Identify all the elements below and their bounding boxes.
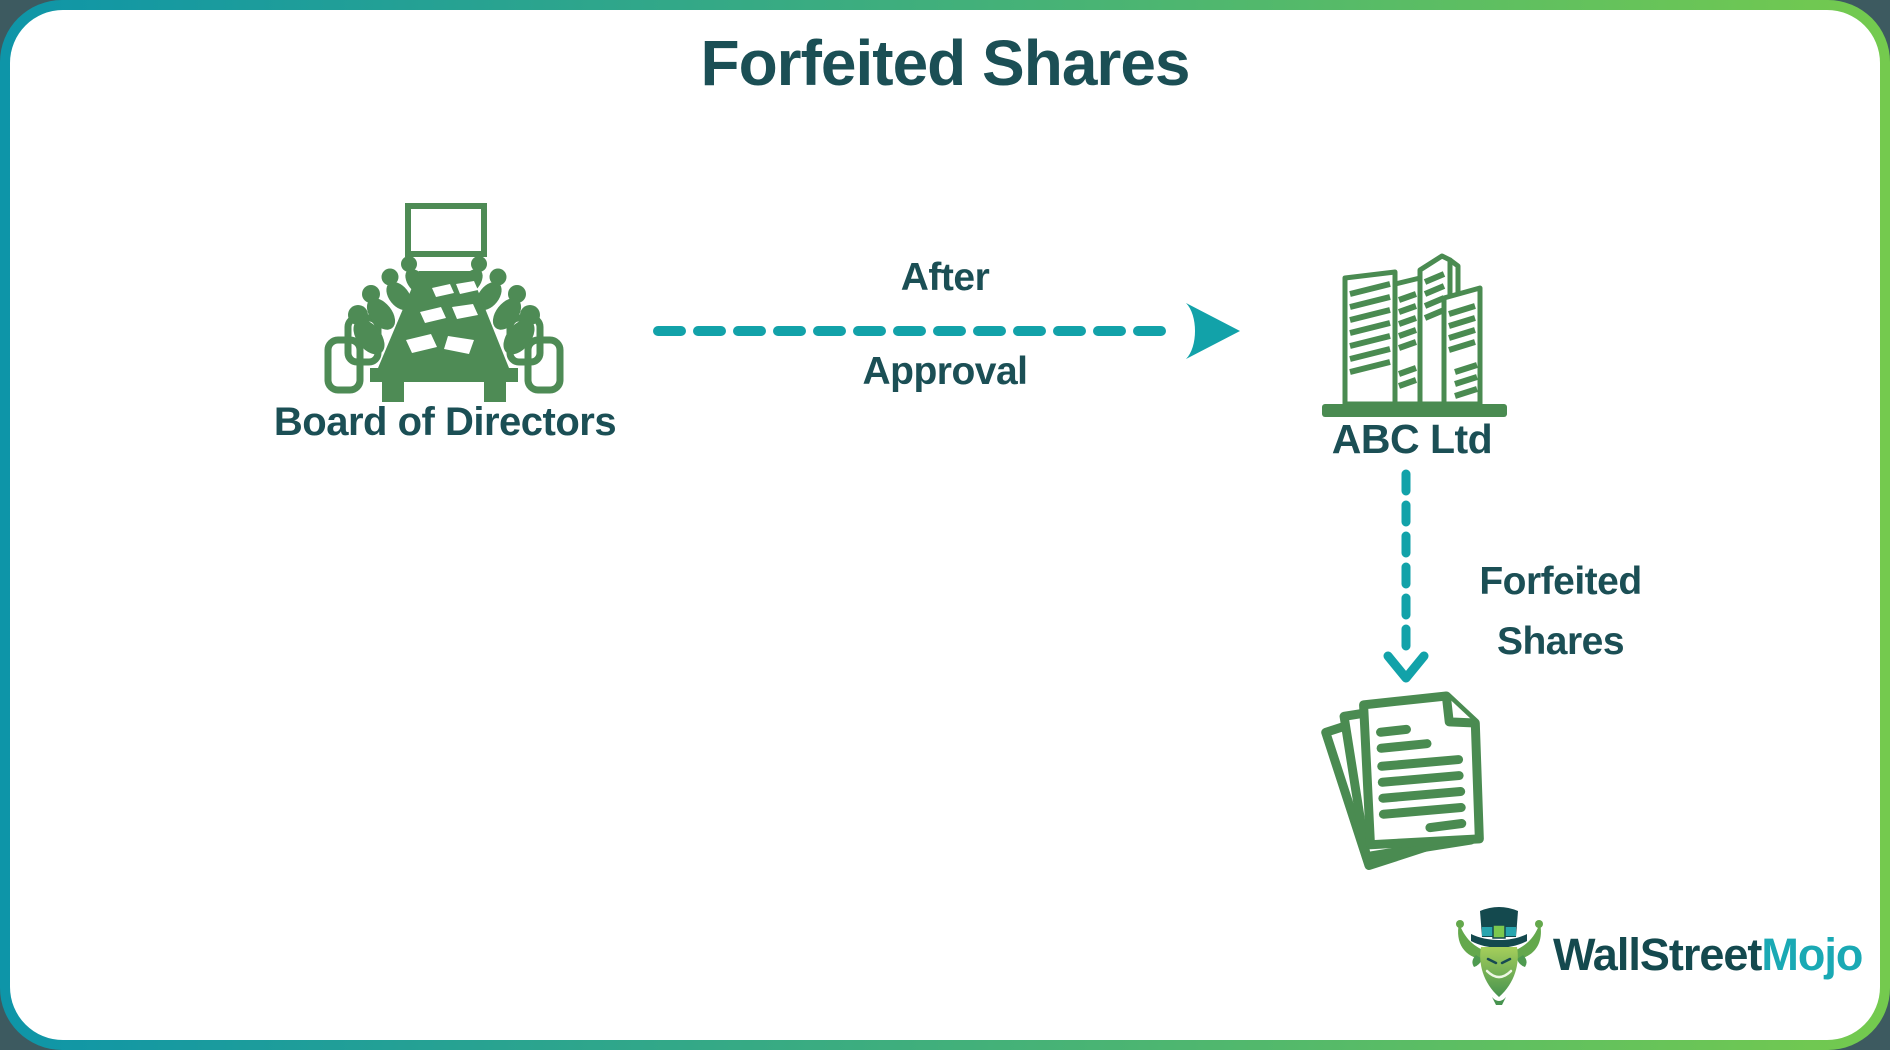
logo-text-accent: Mojo — [1761, 929, 1863, 980]
forfeited-shares-label-line1: Forfeited — [1479, 560, 1642, 603]
card-background — [10, 10, 1880, 1040]
office-buildings-icon — [1322, 253, 1507, 417]
share-certificates-documents-icon — [1321, 691, 1484, 871]
bull-with-top-hat-icon — [1456, 907, 1543, 1005]
board-of-directors-icon — [324, 203, 564, 402]
wallstreetmojo-logo: WallStreetMojo — [1452, 905, 1863, 1005]
dashed-arrow-down-icon — [1383, 469, 1429, 683]
after-label: After — [900, 256, 990, 299]
forfeited-shares-label-line2: Shares — [1496, 620, 1625, 664]
wallstreetmojo-wordmark: WallStreetMojo — [1553, 929, 1863, 981]
page-title: Forfeited Shares — [700, 27, 1190, 99]
abc-ltd-label: ABC Ltd — [1331, 416, 1493, 462]
logo-text-primary: WallStreet — [1553, 929, 1762, 980]
approval-label: Approval — [862, 350, 1028, 393]
board-of-directors-label: Board of Directors — [273, 400, 617, 444]
dashed-arrow-right-icon — [653, 303, 1240, 359]
forfeited-shares-label: Forfeited Shares — [1448, 552, 1673, 673]
